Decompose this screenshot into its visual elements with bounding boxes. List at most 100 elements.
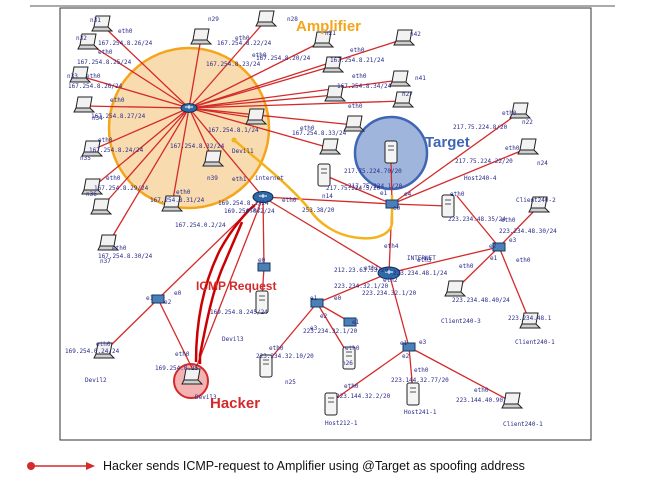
node-label-ip21: 167.254.8.21/24: [330, 57, 385, 64]
interface-label-e1: e1: [146, 295, 154, 302]
interface-label-e1: e1: [400, 340, 408, 347]
interface-label-e2: e2: [164, 299, 172, 306]
link-trunk: [498, 205, 540, 248]
switch-body: [385, 199, 399, 209]
node-label-ip_t2: 217.75.224.5/20: [326, 185, 381, 192]
node-label-ip23: 167.254.8.23/24: [206, 61, 261, 68]
laptop-screen: [345, 115, 363, 128]
interface-label-eth0: eth0: [505, 145, 520, 152]
laptop-screen: [192, 28, 210, 41]
node-label-n34: n34: [92, 115, 103, 122]
interface-label-eth0: eth0: [516, 257, 531, 264]
node-label-internet_r: internet: [255, 175, 284, 182]
link-trunk: [103, 298, 159, 353]
link-amplifier: [188, 38, 405, 109]
bottom-right-switch: [402, 342, 416, 352]
laptop-base: [509, 113, 532, 119]
interface-label-eth0: eth0: [269, 345, 284, 352]
node-label-n29: n29: [208, 16, 219, 23]
node-label-n25: n25: [285, 379, 296, 386]
interface-label-e3: e3: [509, 237, 517, 244]
interface-label-eth0: eth0: [300, 125, 315, 132]
node-label-client2: Client240-2: [516, 197, 556, 204]
amplifier-client-laptop: [97, 234, 120, 251]
amplifier-client-laptop: [81, 140, 104, 157]
node-label-ip_b1: 223.144.32.2/20: [336, 393, 391, 400]
switch-body: [310, 298, 324, 308]
server-n14: [317, 163, 331, 187]
laptop-n22: [509, 102, 532, 119]
laptop-base: [97, 245, 120, 251]
laptop-base: [245, 119, 268, 125]
node-label-hackerip: 169.254.0.25: [155, 365, 199, 372]
node-label-ip_core1: 223.234.48.1/24: [393, 270, 448, 277]
server-tower-body: [406, 382, 420, 406]
node-label-n22: n22: [522, 119, 533, 126]
laptop-base: [501, 403, 524, 409]
laptop-client240-1b: [501, 392, 524, 409]
hacker-laptop: [181, 368, 204, 385]
link-amplifier: [100, 107, 190, 209]
amplifier-client-laptop: [255, 10, 278, 27]
right-switch: [492, 242, 506, 252]
switch-body: [151, 294, 165, 304]
interface-label-eth0: eth0: [352, 73, 367, 80]
link-trunk: [157, 298, 193, 369]
amplifier-client-laptop: [90, 198, 113, 215]
target-title: Target: [425, 134, 470, 151]
link-trunk: [391, 111, 521, 205]
server-tower-body: [384, 140, 398, 164]
laptop-base: [528, 207, 551, 213]
server-n25: [259, 354, 273, 378]
interface-label-eth2: eth2: [246, 207, 261, 214]
interface-label-e1: e1: [380, 190, 388, 197]
node-label-host4: Host240-4: [464, 175, 497, 182]
node-label-n42: n42: [410, 31, 421, 38]
node-label-ip245: 169.254.8.245/24: [210, 309, 268, 316]
laptop-base: [190, 39, 213, 45]
laptop-screen: [204, 150, 222, 163]
node-label-ip30: 167.254.8.30/24: [98, 253, 153, 260]
laptop-base: [393, 40, 416, 46]
interface-label-eth0: eth0: [110, 97, 125, 104]
link-amplifier: [188, 37, 202, 109]
amplifier-client-laptop: [343, 115, 366, 132]
interface-label-eth0: eth0: [345, 345, 360, 352]
node-label-n21: n21: [325, 30, 336, 37]
server-devil3: [255, 290, 269, 314]
amplifier-client-laptop: [319, 138, 342, 155]
amplified-reply-start-dot: [231, 137, 237, 143]
interface-label-e1: e1: [352, 319, 360, 326]
laptop-base: [81, 151, 104, 157]
laptop-base: [91, 26, 114, 32]
laptop-base: [69, 77, 92, 83]
laptop-n24: [517, 138, 540, 155]
amplified-reply-path: [233, 139, 394, 240]
interface-label-eth0: eth0: [348, 103, 363, 110]
node-label-host212: Host212-1: [325, 420, 358, 427]
amplifier-client-laptop: [393, 29, 416, 46]
link-trunk: [408, 346, 513, 403]
link-amplifier: [188, 79, 401, 109]
node-label-dev11: Devil1: [232, 148, 254, 155]
interface-label-eth0: eth0: [176, 189, 191, 196]
node-label-dev12: Devil2: [85, 377, 107, 384]
interface-label-eth3: eth3: [417, 257, 432, 264]
node-label-n26: n26: [342, 360, 353, 367]
edge-router: [252, 191, 274, 203]
interface-label-eth0: eth0: [106, 175, 121, 182]
node-label-ip_mid: 167.254.0.2/24: [175, 222, 226, 229]
interface-label-eth2: eth2: [383, 277, 398, 284]
laptop-client240-2: [528, 196, 551, 213]
interface-label-eth0: eth0: [98, 137, 113, 144]
interface-label-eth0: eth0: [235, 35, 250, 42]
laptop-base: [322, 67, 345, 73]
laptop-base: [93, 353, 116, 359]
internet-core-router: [377, 266, 401, 280]
link-amplifier: [91, 107, 190, 151]
node-label-host241: Host241-1: [404, 409, 437, 416]
link-amplifier: [188, 107, 331, 149]
link-amplifier: [107, 107, 190, 245]
